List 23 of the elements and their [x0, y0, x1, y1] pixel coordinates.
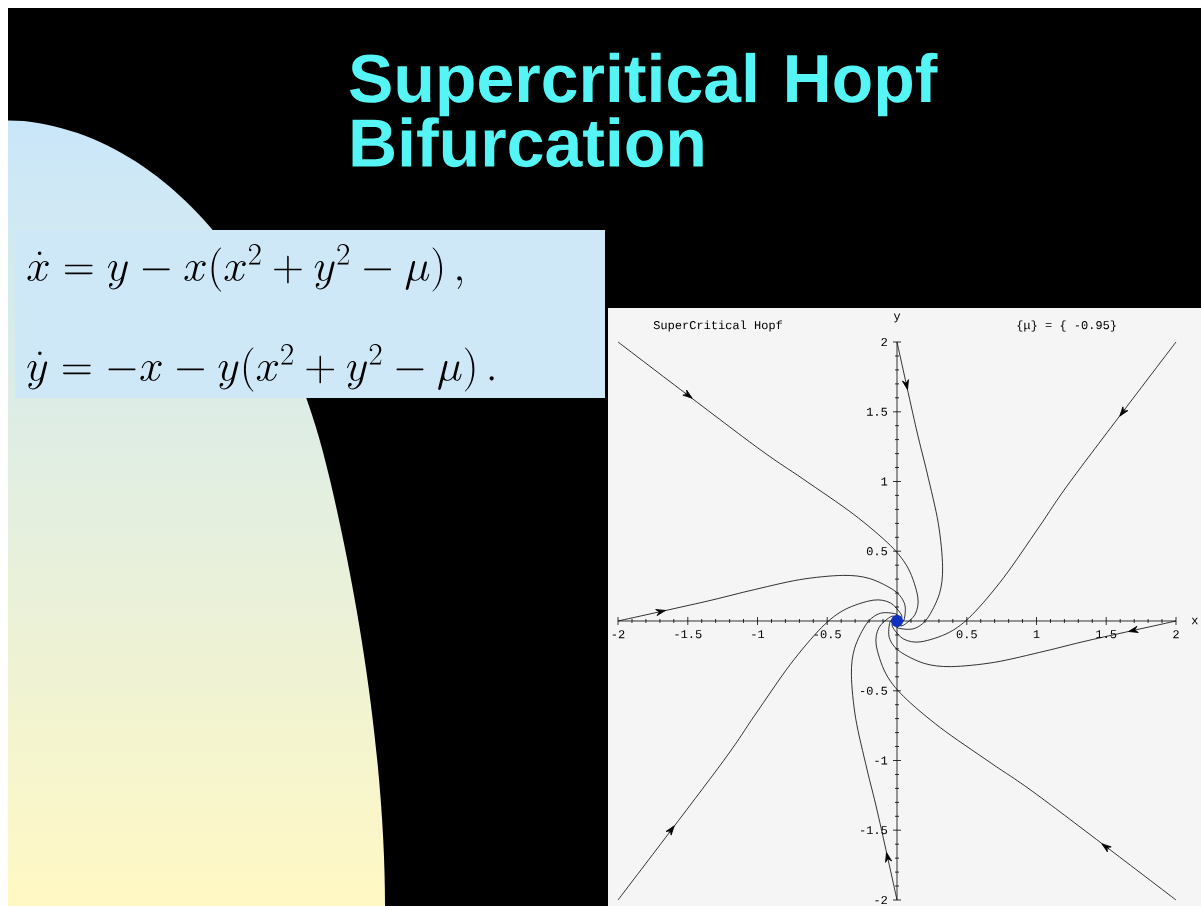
- axis-label: y: [893, 313, 901, 323]
- tick-label: 1.5: [867, 407, 888, 416]
- tick-label: -2: [612, 630, 625, 639]
- tick-label: -1: [752, 630, 765, 639]
- tick-label: 1: [881, 477, 888, 486]
- tick-label: 1: [1033, 630, 1040, 639]
- tick-label: 1.5: [1096, 630, 1117, 639]
- tick-label: 2: [1173, 630, 1179, 639]
- title: Supercritical Hopf Bifurcation: [349, 52, 938, 168]
- tick-label: 0.5: [866, 547, 888, 556]
- chart-title: SuperCritical Hopf: [653, 320, 783, 332]
- tick-label: 2: [881, 338, 887, 346]
- parameter-label: {μ} = { -0.95}: [1017, 320, 1116, 332]
- tick-label: -2: [875, 896, 887, 904]
- tick-label: -0.5: [814, 630, 841, 639]
- tick-label: -1.5: [675, 630, 702, 639]
- tick-label: -1.5: [860, 826, 888, 835]
- equation: $\dot{x} = y - x(x^2 + y^2 - \mu)\,,$: [27, 244, 462, 292]
- equation: $\dot{y} = -x - y(x^2 + y^2 - \mu)\,.$: [27, 344, 494, 392]
- tick-label: -0.5: [860, 686, 888, 695]
- axis-label: x: [1191, 617, 1198, 625]
- tick-label: -1: [875, 756, 888, 765]
- tick-label: 0.5: [956, 630, 977, 639]
